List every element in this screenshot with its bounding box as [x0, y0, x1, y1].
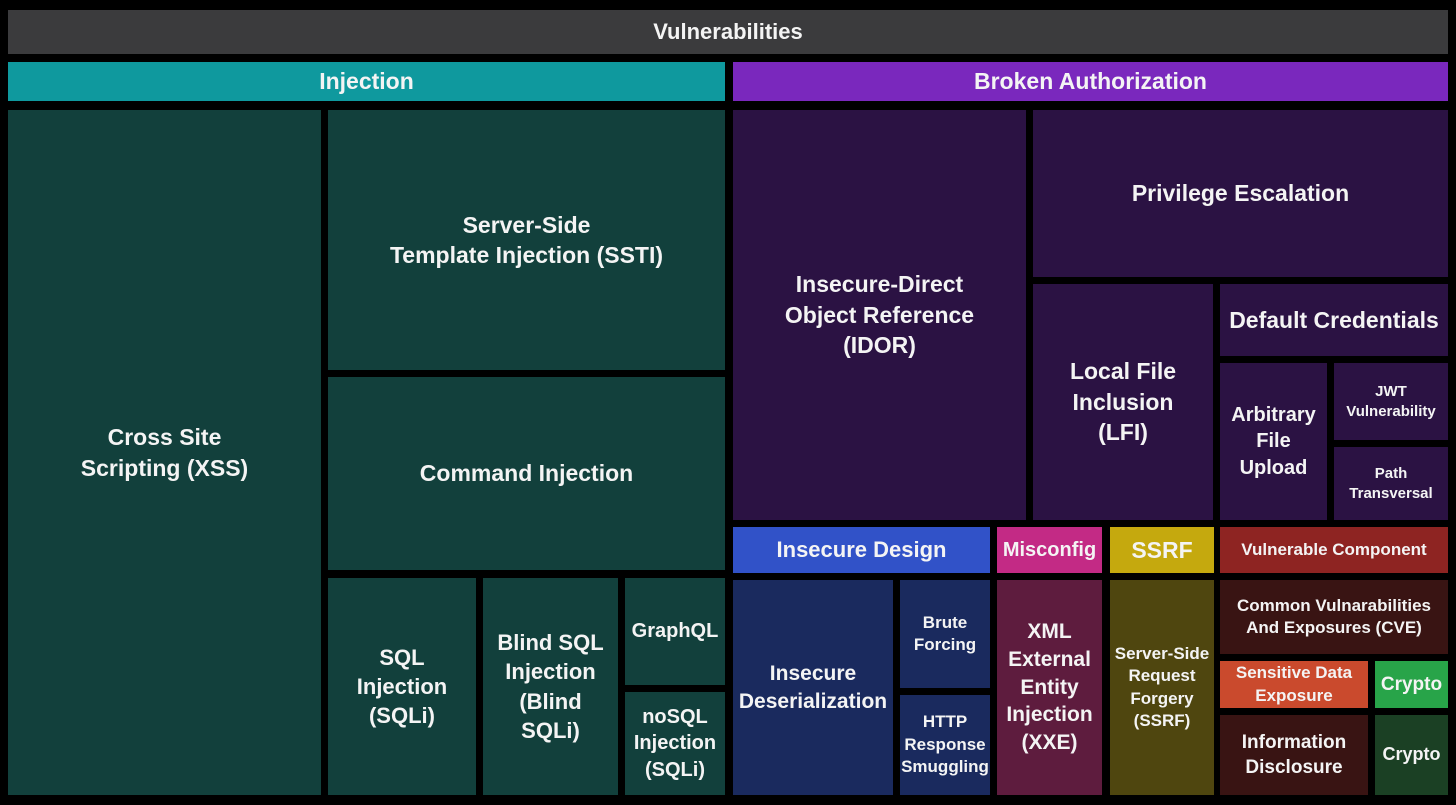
subheader-vulnerable-component: Vulnerable Component	[1220, 527, 1448, 573]
cell-arbitrary-file-upload: Arbitrary File Upload	[1220, 363, 1327, 520]
cell-xml-external-entity-injection: XML External Entity Injection (XXE)	[997, 580, 1102, 795]
treemap-title-bar: Vulnerabilities	[8, 10, 1448, 54]
group-header-broken-authorization: Broken Authorization	[733, 62, 1448, 101]
cell-command-injection: Command Injection	[328, 377, 725, 570]
cell-graphql: GraphQL	[625, 578, 725, 685]
cell-sensitive-data-exposure: Sensitive Data Exposure	[1220, 661, 1368, 708]
subheader-misconfig: Misconfig	[997, 527, 1102, 573]
cell-nosql-injection: noSQL Injection (SQLi)	[625, 692, 725, 795]
cell-jwt-vulnerability: JWT Vulnerability	[1334, 363, 1448, 440]
cell-server-side-request-forgery: Server-Side Request Forgery (SSRF)	[1110, 580, 1214, 795]
cell-brute-forcing: Brute Forcing	[900, 580, 990, 688]
cell-sql-injection: SQL Injection (SQLi)	[328, 578, 476, 795]
cell-crypto-bottom: Crypto	[1375, 715, 1448, 795]
subheader-insecure-design: Insecure Design	[733, 527, 990, 573]
cell-cross-site-scripting: Cross Site Scripting (XSS)	[8, 110, 321, 795]
cell-common-vulnerabilities-and-exposures: Common Vulnarabilities And Exposures (CV…	[1220, 580, 1448, 654]
cell-server-side-template-injection: Server-Side Template Injection (SSTI)	[328, 110, 725, 370]
cell-path-transversal: Path Transversal	[1334, 447, 1448, 520]
cell-blind-sql-injection: Blind SQL Injection (Blind SQLi)	[483, 578, 618, 795]
subheader-ssrf: SSRF	[1110, 527, 1214, 573]
cell-insecure-direct-object-reference: Insecure-Direct Object Reference (IDOR)	[733, 110, 1026, 520]
group-header-injection: Injection	[8, 62, 725, 101]
cell-information-disclosure: Information Disclosure	[1220, 715, 1368, 795]
cell-default-credentials: Default Credentials	[1220, 284, 1448, 356]
cell-crypto-top: Crypto	[1375, 661, 1448, 708]
cell-local-file-inclusion: Local File Inclusion (LFI)	[1033, 284, 1213, 520]
cell-insecure-deserialization: Insecure Deserialization	[733, 580, 893, 795]
cell-http-response-smuggling: HTTP Response Smuggling	[900, 695, 990, 795]
cell-privilege-escalation: Privilege Escalation	[1033, 110, 1448, 277]
